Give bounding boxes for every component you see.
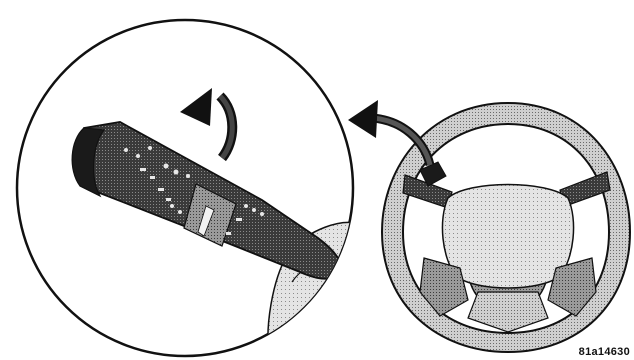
detail-circle [17,20,360,360]
callout-arrowhead [348,100,378,138]
airbag-pad [442,185,573,289]
wheel-spoke-bottom [468,292,548,332]
figure-reference-code: 81a14630 [579,346,630,358]
